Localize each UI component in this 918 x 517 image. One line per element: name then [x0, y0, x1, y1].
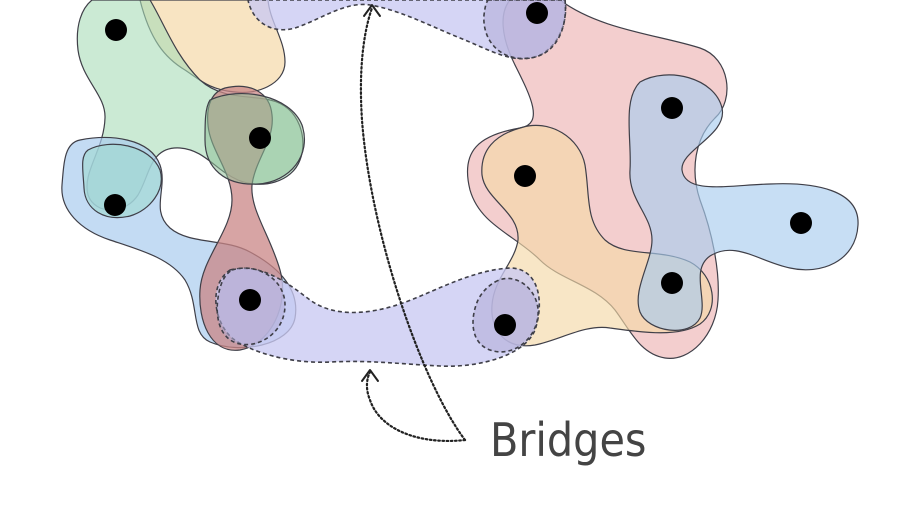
arrow-to-top-bridge-head	[363, 4, 381, 17]
node-right-top-blue	[661, 97, 683, 119]
arrow-to-bottom-bridge-line	[365, 370, 467, 442]
arrow-to-top-bridge-line	[359, 6, 467, 442]
blue-blob-right	[628, 74, 859, 331]
bridge-bottom	[215, 267, 541, 367]
nodes-layer	[104, 2, 812, 336]
node-left-hub	[249, 127, 271, 149]
node-top-center-bridge	[526, 2, 548, 24]
teal-overlap-far-left	[82, 143, 162, 219]
node-right-far-blue	[790, 212, 812, 234]
arrow-to-bottom-bridge-head	[361, 369, 379, 382]
bridges-label: Bridges	[490, 413, 647, 467]
bridge-arrows	[359, 4, 467, 442]
node-right-lower-blue	[661, 272, 683, 294]
bridges-layer	[215, 0, 567, 367]
node-bottom-center-bridge	[494, 314, 516, 336]
right-cluster	[466, 0, 859, 359]
node-top-left	[105, 19, 127, 41]
node-far-left	[104, 194, 126, 216]
node-bottom-left-bridge	[239, 289, 261, 311]
node-right-orange	[514, 165, 536, 187]
